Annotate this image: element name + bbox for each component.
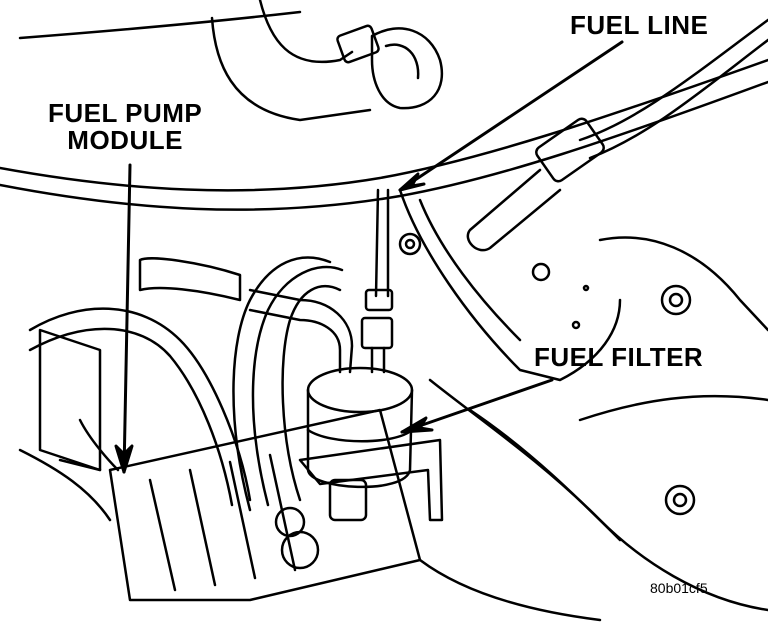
left-hose (28, 307, 252, 502)
fuel-line-tube-2 (588, 38, 768, 160)
arrow-pump-module-head (114, 444, 134, 474)
right-panel-2 (578, 394, 768, 422)
upper-body-panel (18, 10, 302, 40)
left-hose-2 (28, 327, 234, 507)
arrow-fuel-line (398, 40, 624, 192)
right-panel (598, 236, 768, 332)
vertical-fuel-line (374, 188, 380, 298)
hose-clamp (336, 24, 380, 64)
module-fitting-3 (328, 478, 368, 522)
bolt-1 (398, 232, 422, 256)
pump-module-ribs (148, 453, 297, 592)
right-bracket (398, 188, 622, 382)
grommet (370, 27, 444, 110)
fuel-line-body (466, 168, 562, 252)
module-fitting-2 (280, 530, 320, 570)
fuel-filter-band (306, 428, 414, 443)
upper-body-curve-inner (0, 80, 768, 211)
hole-2 (582, 284, 590, 292)
bolt-4-inner (672, 492, 688, 508)
pump-tube-c (281, 285, 342, 502)
arrow-fuel-filter (400, 378, 554, 434)
bolt-3-inner (668, 292, 684, 308)
fuel-pump-module-label-line2: MODULE (67, 125, 183, 156)
bolt-1-inner (404, 238, 416, 250)
filter-bracket (298, 438, 444, 522)
leader-arrows (114, 40, 624, 474)
fuel-filter-top (306, 366, 414, 414)
filter-outlet-tube (248, 308, 342, 374)
right-bracket-2 (418, 198, 522, 342)
fuel-filter-label: FUEL FILTER (534, 342, 704, 372)
arrow-fuel-line-head (398, 172, 426, 192)
right-rail-2 (468, 408, 622, 542)
fuel-line-label: FUEL LINE (570, 10, 709, 40)
arrow-fuel-filter-head (400, 416, 434, 434)
lower-line-right (418, 558, 602, 622)
line-connector-upper (364, 288, 394, 312)
bolt-4 (664, 484, 696, 516)
bolt-3 (660, 284, 692, 316)
fuel-line-tube (578, 18, 768, 142)
left-block (38, 328, 102, 472)
arrow-pump-module (122, 163, 132, 474)
figure-id: 80b01cf5 (650, 580, 708, 596)
grommet-ring (384, 43, 420, 80)
mid-block (138, 257, 242, 302)
fuel-pump-module-label-line1: FUEL PUMP (48, 98, 203, 128)
fuel-line-fitting (535, 117, 605, 183)
upper-body-curve (0, 58, 768, 192)
top-hose-outline (258, 0, 354, 64)
top-hose-outline-2 (210, 16, 372, 122)
pump-tube-b (251, 265, 344, 507)
fuel-pump-module-label: FUEL PUMP MODULE (48, 98, 203, 156)
pump-module-housing (108, 408, 422, 602)
filter-outlet-tube-2 (248, 288, 354, 374)
bolt-2 (531, 262, 551, 282)
line-connector-lower (360, 316, 394, 350)
hole-1 (571, 320, 581, 330)
pump-module-edge (58, 418, 120, 472)
lower-line-left (18, 448, 112, 522)
